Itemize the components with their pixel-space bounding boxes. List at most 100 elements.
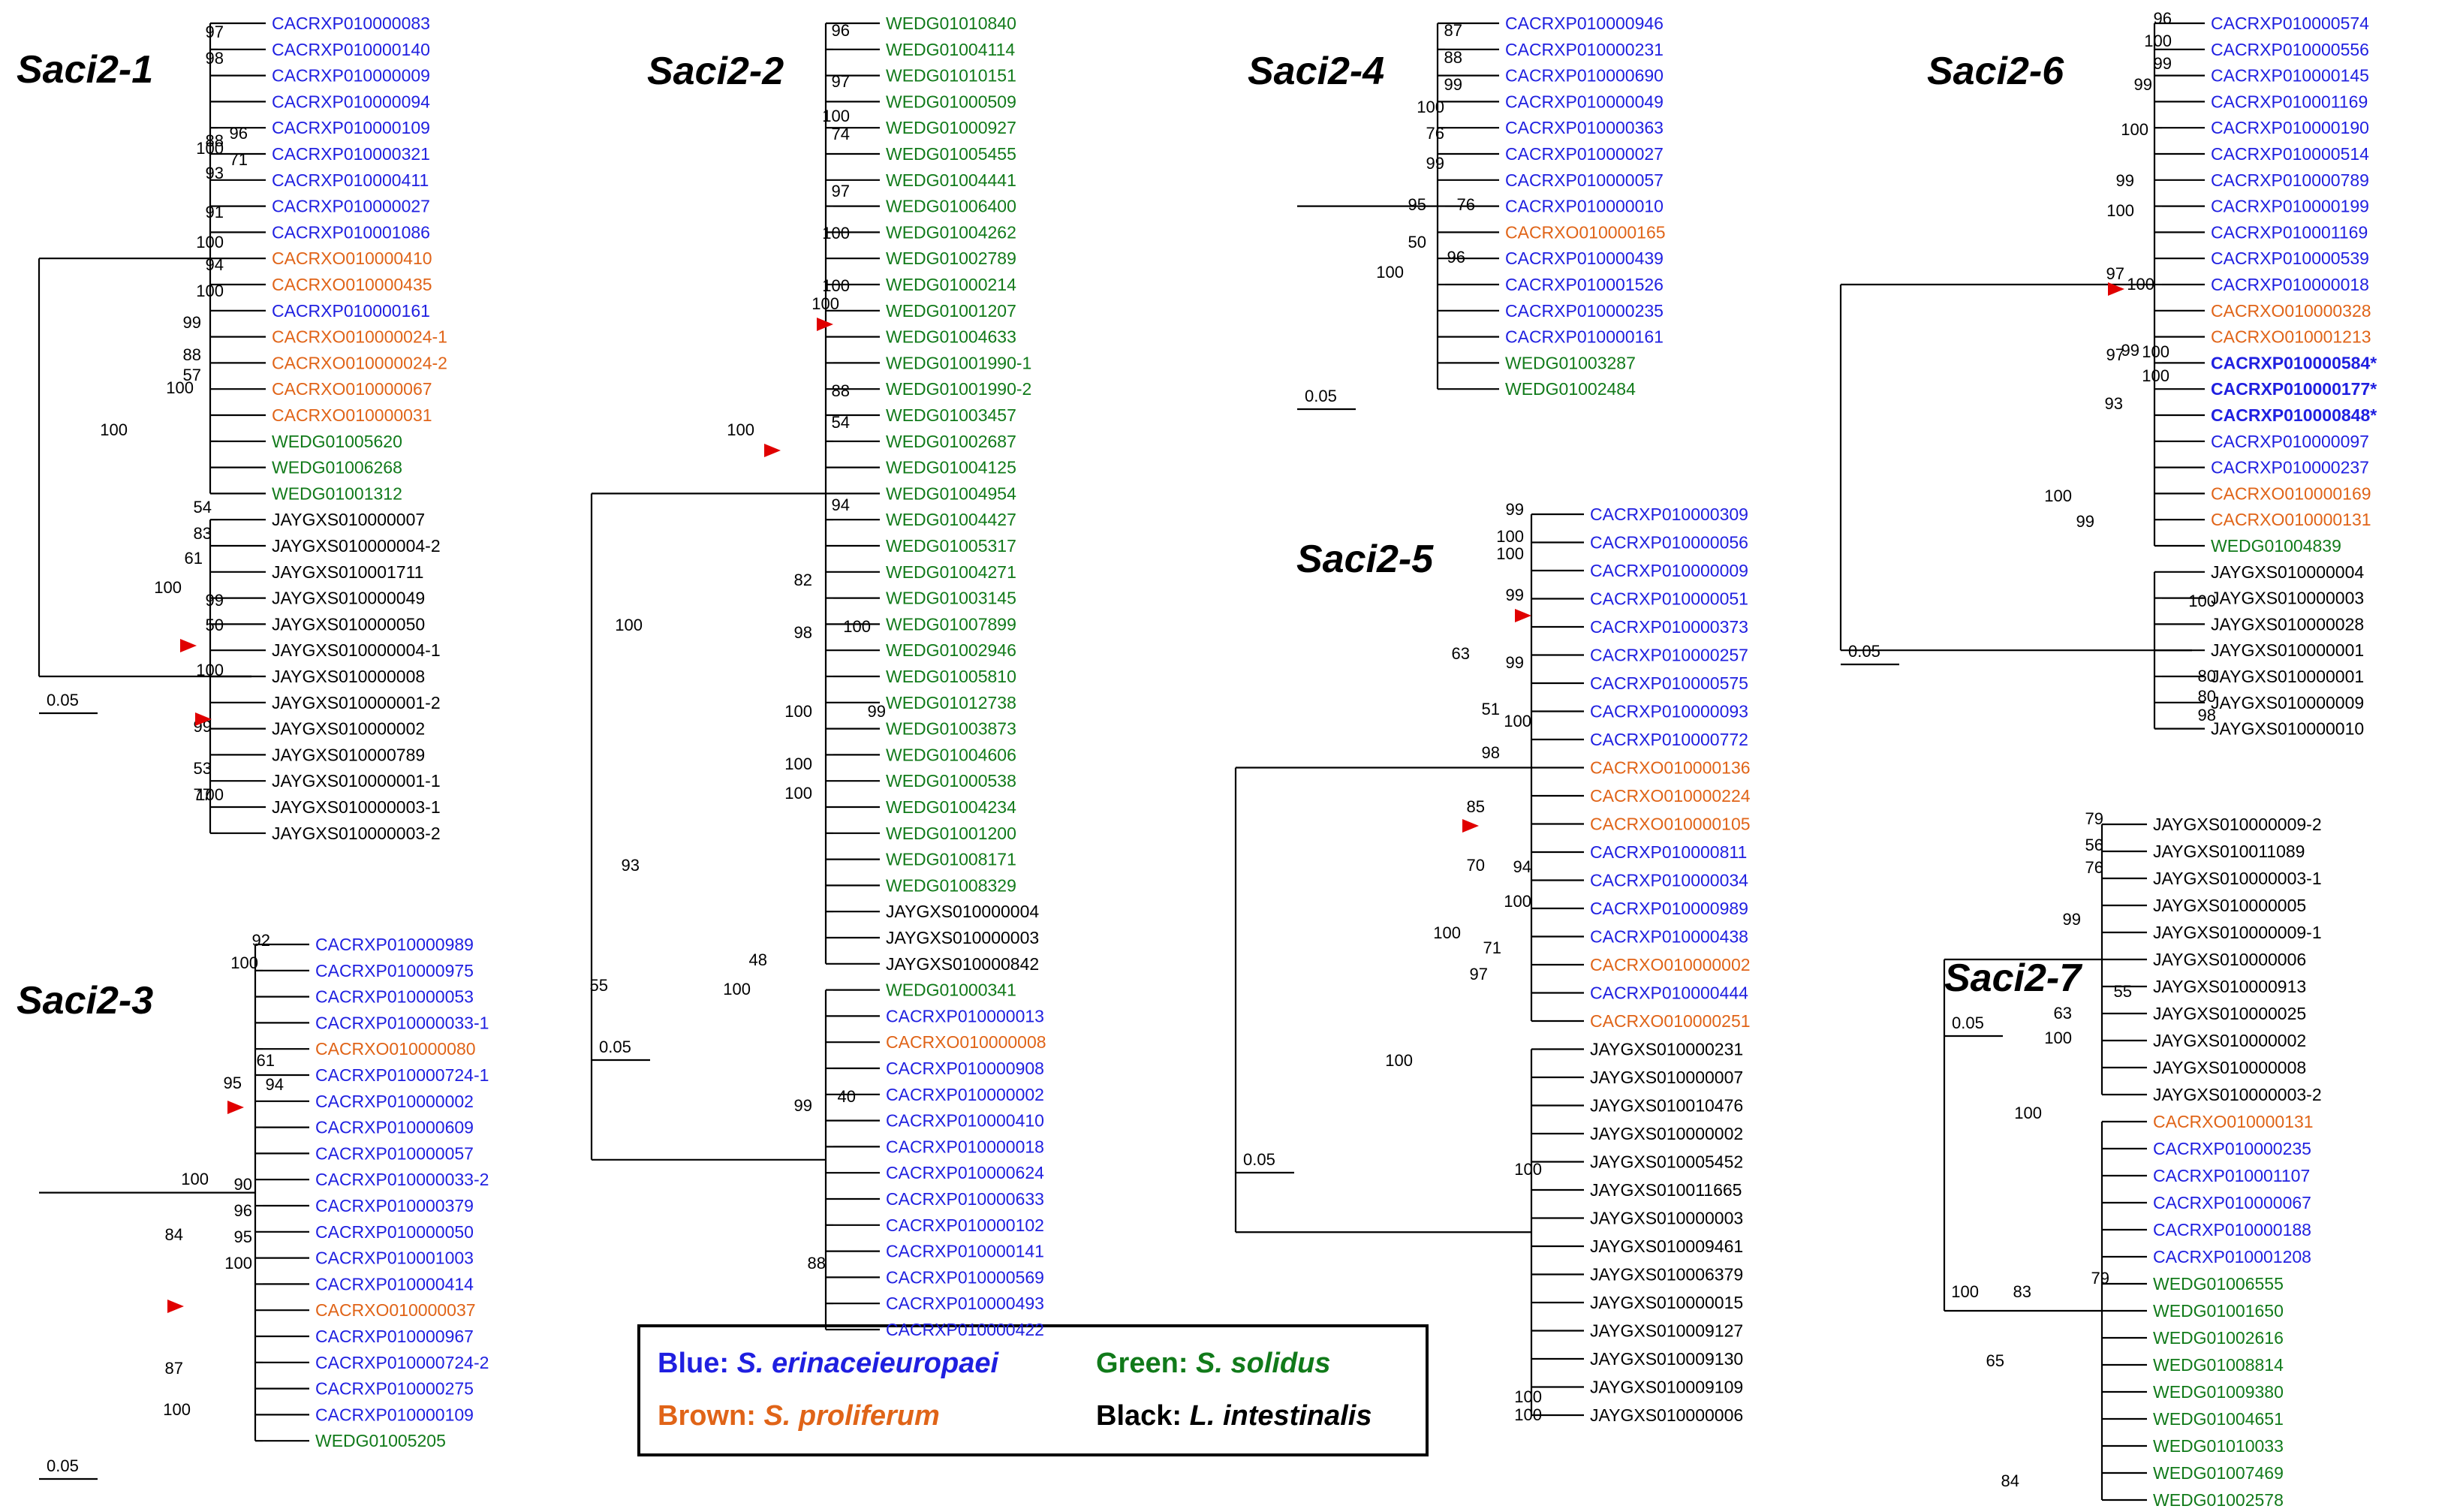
bootstrap-value: 97 [2106, 264, 2124, 283]
bootstrap-value: 100 [1496, 544, 1524, 563]
node-marker-icon [227, 1101, 244, 1114]
bootstrap-value: 91 [206, 203, 224, 221]
leaf-label: CACRXO010000037 [315, 1300, 476, 1320]
leaf-label: CACRXP010000811 [1590, 842, 1747, 862]
bootstrap-value: 100 [196, 282, 224, 300]
leaf-label: WEDG01006555 [2153, 1274, 2284, 1294]
bootstrap-value: 100 [224, 1254, 252, 1273]
leaf-label: JAYGXS010000003-2 [2153, 1085, 2322, 1104]
legend-green-prefix: Green: [1096, 1348, 1196, 1379]
node-marker-icon [1515, 609, 1531, 622]
leaf-label: CACRXP010000027 [272, 197, 430, 216]
bootstrap-value: 100 [1433, 923, 1461, 942]
leaf-label: JAYGXS010000001 [2211, 667, 2364, 686]
leaf-label: JAYGXS010000004 [886, 902, 1039, 921]
scale-label: 0.05 [47, 1456, 79, 1475]
bootstrap-value: 65 [1986, 1351, 2004, 1370]
node-marker-icon [2108, 282, 2124, 296]
leaf-label: CACRXO010000031 [272, 405, 432, 425]
leaf-label: CACRXP010000177* [2211, 379, 2377, 399]
leaf-label: WEDG01000341 [886, 980, 1016, 1000]
leaf-label: WEDG01004839 [2211, 536, 2341, 556]
leaf-label: WEDG01004271 [886, 562, 1016, 582]
leaf-label: JAYGXS010000002 [272, 719, 425, 739]
bootstrap-value: 85 [1467, 797, 1485, 816]
leaf-label: WEDG01001990-1 [886, 353, 1031, 372]
bootstrap-value: 97 [832, 182, 850, 200]
node-marker-icon [167, 1300, 184, 1313]
leaf-label: JAYGXS010000003 [1590, 1209, 1743, 1228]
leaf-label: CACRXP010000235 [2153, 1139, 2311, 1158]
leaf-label: CACRXP010000018 [2211, 275, 2369, 294]
bootstrap-value: 88 [832, 381, 850, 400]
leaf-label: WEDG01005317 [886, 536, 1016, 556]
bootstrap-value: 99 [183, 313, 201, 332]
bootstrap-value: 50 [206, 616, 224, 634]
leaf-label: CACRXP010000009 [272, 66, 430, 86]
bootstrap-value: 97 [832, 72, 850, 91]
leaf-label: CACRXP010001208 [2153, 1247, 2311, 1267]
leaf-label: CACRXP010000414 [315, 1274, 474, 1294]
bootstrap-value: 88 [1444, 48, 1462, 67]
leaf-label: WEDG01002946 [886, 640, 1016, 660]
leaf-label: JAYGXS010000004 [2211, 562, 2364, 582]
leaf-label: CACRXP010000027 [1505, 144, 1664, 164]
bootstrap-value: 99 [2154, 54, 2172, 73]
node-marker-icon [180, 639, 197, 652]
bootstrap-value: 100 [181, 1170, 209, 1188]
bootstrap-value: 99 [2116, 171, 2134, 190]
leaf-label: CACRXP010000772 [1590, 730, 1748, 749]
bootstrap-value: 80 [2198, 667, 2216, 685]
scale-label: 0.05 [1848, 642, 1880, 661]
bootstrap-value: 92 [252, 931, 270, 950]
bootstrap-value: 100 [2014, 1104, 2042, 1122]
leaf-label: WEDG01000538 [886, 771, 1016, 791]
leaf-label: WEDG01010151 [886, 66, 1016, 86]
bootstrap-value: 99 [2063, 910, 2081, 929]
bootstrap-value: 100 [784, 754, 812, 773]
bootstrap-value: 100 [196, 233, 224, 251]
leaf-label: CACRXO010000008 [886, 1032, 1046, 1052]
leaf-label: JAYGXS010000003-2 [272, 824, 441, 843]
leaf-label: CACRXO010000024-1 [272, 327, 447, 347]
tree-saci2-2: WEDG01010840WEDG01004114WEDG01010151WEDG… [590, 14, 1046, 1339]
bootstrap-value: 100 [196, 661, 224, 679]
leaf-label: JAYGXS010000049 [272, 589, 425, 608]
bootstrap-value: 57 [183, 366, 201, 384]
leaf-label: JAYGXS010000007 [272, 510, 425, 529]
bootstrap-value: 99 [868, 702, 886, 721]
leaf-label: CACRXP010000789 [2211, 170, 2369, 190]
leaf-label: CACRXP010000438 [1590, 927, 1748, 947]
node-marker-icon [195, 712, 212, 726]
leaf-label: CACRXP010000010 [1505, 197, 1664, 216]
bootstrap-value: 77 [194, 785, 212, 804]
leaf-label: CACRXP010000373 [1590, 617, 1748, 637]
legend-black-prefix: Black: [1096, 1400, 1190, 1432]
bootstrap-value: 63 [1452, 644, 1470, 663]
node-marker-icon [817, 318, 833, 331]
leaf-label: WEDG01004651 [2153, 1409, 2284, 1429]
leaf-label: CACRXP010000574 [2211, 14, 2369, 33]
tree-saci2-5: CACRXP010000309CACRXP010000056CACRXP0100… [1234, 500, 1751, 1425]
panel-title-saci2-1: Saci2-1 [17, 48, 153, 92]
leaf-label: CACRXP010000690 [1505, 66, 1664, 86]
leaf-label: CACRXP010000050 [315, 1222, 474, 1242]
bootstrap-value: 94 [266, 1075, 284, 1094]
leaf-label: CACRXO010000169 [2211, 483, 2371, 503]
leaf-label: CACRXP010000321 [272, 144, 430, 164]
leaf-label: JAYGXS010000003-1 [2153, 869, 2322, 888]
bootstrap-value: 100 [723, 980, 751, 998]
bootstrap-value: 100 [196, 785, 224, 804]
bootstrap-value: 100 [2144, 32, 2172, 50]
leaf-label: CACRXP010000569 [886, 1267, 1044, 1287]
bootstrap-value: 100 [822, 107, 850, 125]
panel-title-saci2-3: Saci2-3 [17, 979, 153, 1023]
legend-black-species: L. intestinalis [1190, 1400, 1372, 1432]
bootstrap-value: 83 [2013, 1282, 2031, 1301]
bootstrap-value: 100 [196, 139, 224, 158]
leaf-label: CACRXP010000422 [886, 1320, 1044, 1339]
leaf-label: CACRXO010000105 [1590, 815, 1751, 834]
bootstrap-value: 100 [1496, 527, 1524, 546]
leaf-label: CACRXP010000002 [315, 1092, 474, 1111]
